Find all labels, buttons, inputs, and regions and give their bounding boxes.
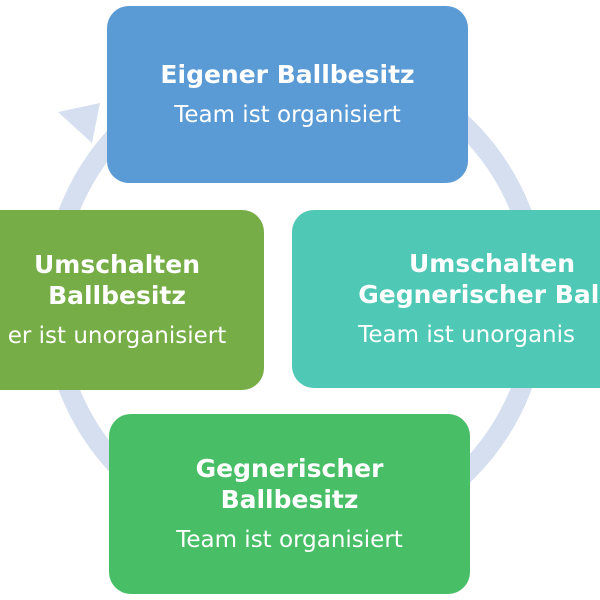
phase-content: Umschalten Ballbesitz er ist unorganisie…	[8, 249, 227, 351]
phase-title: Gegnerischer Ballbesitz	[195, 454, 384, 514]
phase-subtitle: Team ist unorganis	[358, 322, 575, 348]
phase-content: Umschalten Gegnerischer Ballb Team ist u…	[358, 248, 600, 350]
phase-opponent-possession: Gegnerischer Ballbesitz Team ist organis…	[109, 414, 470, 594]
phase-transition-to-own-possession: Umschalten Ballbesitz er ist unorganisie…	[0, 210, 264, 390]
cycle-arrowhead-icon	[58, 103, 100, 143]
phase-own-possession: Eigener Ballbesitz Team ist organisiert	[107, 6, 468, 183]
phase-title: Eigener Ballbesitz	[160, 60, 415, 89]
phase-title: Umschalten Ballbesitz	[34, 250, 200, 310]
phase-subtitle: Team ist organisiert	[176, 527, 403, 553]
phase-transition-to-opponent-possession: Umschalten Gegnerischer Ballb Team ist u…	[292, 210, 600, 388]
phase-title: Umschalten Gegnerischer Ballb	[358, 249, 600, 309]
phase-subtitle: er ist unorganisiert	[7, 323, 227, 349]
phase-subtitle: Team ist organisiert	[174, 102, 401, 128]
